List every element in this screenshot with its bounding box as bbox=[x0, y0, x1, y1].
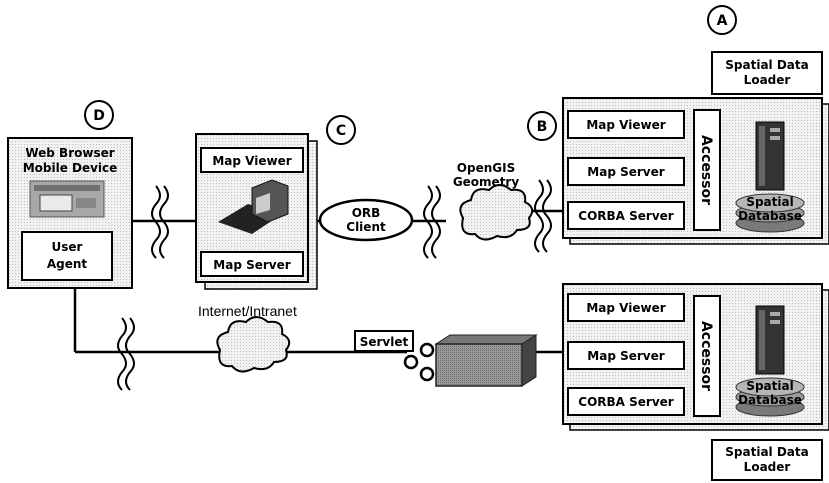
orb-line2: Client bbox=[346, 220, 386, 234]
bottom-map-server-label: Map Server bbox=[587, 349, 664, 363]
bottom-database-line1: Spatial bbox=[746, 379, 793, 393]
bottom-corba-server-label: CORBA Server bbox=[578, 395, 674, 409]
top-database-line2: Database bbox=[738, 209, 802, 223]
loader-top-line2: Loader bbox=[744, 73, 791, 87]
servlet-label-box: Servlet bbox=[355, 331, 413, 351]
user-agent-line1: User bbox=[52, 240, 83, 254]
marker-c-label: C bbox=[336, 123, 346, 139]
top-map-server-label: Map Server bbox=[587, 165, 664, 179]
middle-map-viewer-label: Map Viewer bbox=[212, 154, 291, 168]
middle-tier-box: Map Viewer Map Server bbox=[196, 134, 317, 289]
spatial-data-loader-top: Spatial Data Loader bbox=[712, 52, 822, 94]
marker-d-label: D bbox=[93, 108, 105, 124]
bottom-accessor-label: Accessor bbox=[698, 321, 714, 391]
router-icon bbox=[405, 335, 536, 386]
bottom-map-viewer-label: Map Viewer bbox=[586, 301, 665, 315]
top-database-line1: Spatial bbox=[746, 195, 793, 209]
orb-line1: ORB bbox=[352, 206, 381, 220]
top-accessor-label: Accessor bbox=[698, 135, 714, 205]
marker-a-label: A bbox=[717, 13, 728, 29]
client-line1: Web Browser bbox=[25, 146, 114, 160]
orb-client-ellipse: ORB Client bbox=[320, 200, 412, 240]
top-corba-server-label: CORBA Server bbox=[578, 209, 674, 223]
network-cloud-upper bbox=[460, 185, 532, 240]
internet-intranet-label: Internet/Intranet bbox=[198, 303, 297, 319]
client-line2: Mobile Device bbox=[23, 161, 118, 175]
spatial-data-loader-bottom: Spatial Data Loader bbox=[712, 440, 822, 480]
marker-a: A bbox=[708, 6, 736, 34]
server-group-top: Map Viewer Map Server CORBA Server Acces… bbox=[563, 98, 829, 244]
marker-b: B bbox=[528, 112, 556, 140]
bottom-database-line2: Database bbox=[738, 393, 802, 407]
network-cloud-lower bbox=[217, 317, 289, 372]
opengis-line2: Geometry bbox=[453, 175, 520, 189]
opengis-line1: OpenGIS bbox=[457, 161, 515, 175]
user-agent-line2: Agent bbox=[47, 257, 88, 271]
marker-c: C bbox=[327, 116, 355, 144]
server-group-bottom: Map Viewer Map Server CORBA Server Acces… bbox=[563, 284, 829, 430]
middle-map-server-label: Map Server bbox=[213, 258, 290, 272]
marker-d: D bbox=[85, 101, 113, 129]
browser-window-icon bbox=[30, 181, 104, 217]
client-box: Web Browser Mobile Device User Agent bbox=[8, 138, 132, 288]
loader-top-line1: Spatial Data bbox=[725, 58, 808, 72]
top-map-viewer-label: Map Viewer bbox=[586, 118, 665, 132]
loader-bottom-line2: Loader bbox=[744, 460, 791, 474]
marker-b-label: B bbox=[537, 119, 548, 135]
servlet-label: Servlet bbox=[360, 335, 409, 349]
loader-bottom-line1: Spatial Data bbox=[725, 445, 808, 459]
